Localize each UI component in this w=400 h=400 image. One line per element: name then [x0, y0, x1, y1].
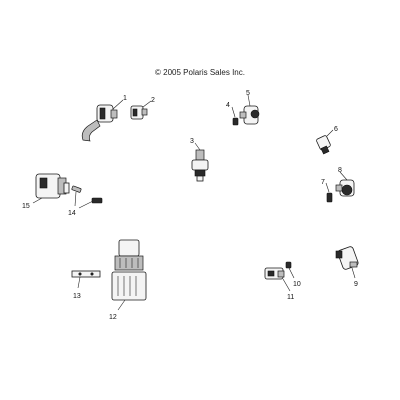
part-1: 1 — [81, 95, 127, 142]
part-4: 4 — [226, 102, 239, 126]
callout-7: 7 — [321, 179, 325, 186]
part-15: 15 — [22, 173, 70, 210]
callout-1: 1 — [123, 95, 127, 102]
callout-14: 14 — [68, 210, 76, 217]
callout-13: 13 — [73, 293, 81, 300]
part-3: 3 — [190, 138, 209, 182]
callout-3: 3 — [190, 138, 194, 145]
part-14: 14 — [68, 185, 103, 217]
part-12: 12 — [109, 239, 147, 321]
part-11: 11 — [264, 267, 294, 301]
part-8: 8 — [335, 167, 355, 197]
part-13: 13 — [71, 270, 101, 300]
callout-8: 8 — [338, 167, 342, 174]
callout-11: 11 — [287, 294, 294, 301]
callout-10: 10 — [293, 281, 301, 288]
callout-6: 6 — [334, 126, 338, 133]
part-6: 6 — [316, 126, 338, 155]
callout-9: 9 — [354, 281, 358, 288]
callout-5: 5 — [246, 90, 250, 97]
callout-2: 2 — [151, 97, 155, 104]
callout-12: 12 — [109, 314, 117, 321]
callout-4: 4 — [226, 102, 230, 109]
copyright-text: © 2005 Polaris Sales Inc. — [155, 68, 245, 77]
part-7: 7 — [321, 179, 333, 203]
part-10: 10 — [285, 261, 301, 288]
part-9: 9 — [335, 246, 359, 288]
part-5: 5 — [239, 90, 260, 125]
callout-15: 15 — [22, 203, 30, 210]
part-2: 2 — [130, 97, 155, 120]
